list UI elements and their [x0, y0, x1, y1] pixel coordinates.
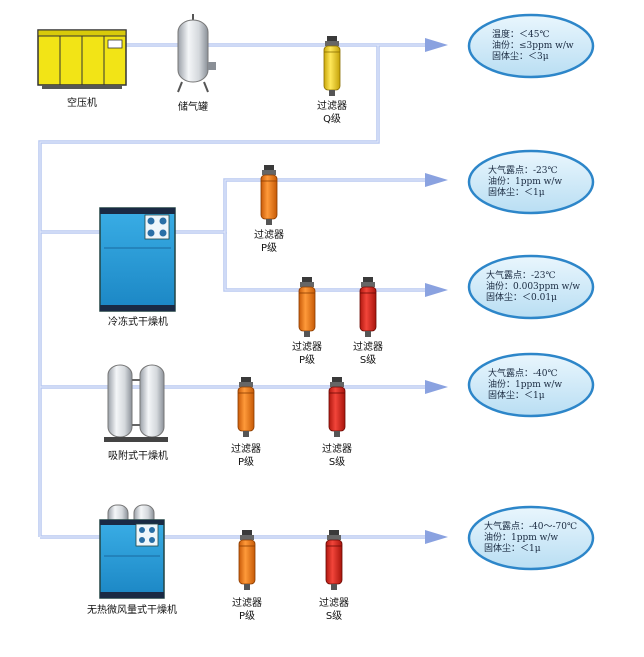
- filter-s2-label: 过滤器 S级: [343, 341, 393, 367]
- filter-p3-label: 过滤器 P级: [221, 443, 271, 469]
- output-bubble-1: [467, 13, 595, 79]
- output-1-line3: 固体尘：＜3μ: [492, 52, 549, 62]
- output-4-line1: 大气露点：-40℃: [488, 369, 558, 379]
- output-bubble-4: [467, 352, 595, 418]
- filter-q-grade: Q级: [323, 114, 341, 125]
- output-bubble-2: [467, 149, 595, 215]
- output-bubbles: [467, 13, 595, 571]
- heatless-dryer-label: 无热微风量式干燥机: [87, 605, 177, 616]
- output-2-line2: 油份：1ppm w/w: [488, 177, 563, 187]
- filter-s3-grade: S级: [328, 457, 346, 468]
- output-5-spec: 大气露点：-40～-70℃ 油份：1ppm w/w 固体尘：＜1μ: [484, 522, 577, 555]
- output-5-line3: 固体尘：＜1μ: [484, 544, 541, 554]
- storage-tank-icon: [177, 14, 216, 93]
- filter-p4-icon: [238, 530, 256, 590]
- output-bubble-5: [467, 505, 595, 571]
- arrow-3: [425, 283, 448, 297]
- output-3-line2: 油份：0.003ppm w/w: [486, 282, 581, 292]
- filter-s2-name: 过滤器: [353, 342, 383, 353]
- filter-q-icon: [323, 36, 341, 96]
- heatless-dryer-icon: [99, 504, 165, 599]
- output-4-line3: 固体尘：＜1μ: [488, 391, 545, 401]
- refrigerated-dryer-icon: [99, 207, 176, 312]
- output-5-line1: 大气露点：-40～-70℃: [484, 522, 578, 532]
- filter-p1-label: 过滤器 P级: [244, 229, 294, 255]
- filter-s4-name: 过滤器: [319, 598, 349, 609]
- filter-s4-grade: S级: [325, 611, 343, 622]
- filter-p2-icon: [298, 277, 316, 337]
- filter-p4-name: 过滤器: [232, 598, 262, 609]
- output-3-line3: 固体尘：＜0.01μ: [486, 293, 557, 303]
- filter-p3-icon: [237, 377, 255, 437]
- filter-s2-icon: [359, 277, 377, 337]
- filter-s3-icon: [328, 377, 346, 437]
- filter-p3-name: 过滤器: [231, 444, 261, 455]
- output-4-line2: 油份：1ppm w/w: [488, 380, 563, 390]
- arrow-4: [425, 380, 448, 394]
- output-2-line1: 大气露点：-23℃: [488, 166, 558, 176]
- output-3-line1: 大气露点：-23℃: [486, 271, 556, 281]
- filter-q-label: 过滤器 Q级: [307, 100, 357, 126]
- filter-p2-label: 过滤器 P级: [282, 341, 332, 367]
- filter-q-name: 过滤器: [317, 101, 347, 112]
- filter-s3-label: 过滤器 S级: [312, 443, 362, 469]
- output-3-spec: 大气露点：-23℃ 油份：0.003ppm w/w 固体尘：＜0.01μ: [486, 271, 580, 304]
- filter-p3-grade: P级: [237, 457, 255, 468]
- output-1-spec: 温度：＜45℃ 油份：≤3ppm w/w 固体尘：＜3μ: [492, 30, 574, 63]
- arrow-5: [425, 530, 448, 544]
- arrow-2: [425, 173, 448, 187]
- filter-p2-name: 过滤器: [292, 342, 322, 353]
- output-2-line3: 固体尘：＜1μ: [488, 188, 545, 198]
- filter-p2-grade: P级: [298, 355, 316, 366]
- pipe-row-refrigerated: [40, 178, 430, 234]
- filter-s4-label: 过滤器 S级: [309, 597, 359, 623]
- compressor-label: 空压机: [67, 98, 97, 109]
- output-1-line1: 温度：＜45℃: [492, 30, 550, 40]
- filter-p1-grade: P级: [260, 243, 278, 254]
- flow-arrows: [425, 38, 448, 544]
- tank-label: 储气罐: [178, 102, 208, 113]
- output-bubble-3: [467, 254, 595, 320]
- filter-s2-grade: S级: [359, 355, 377, 366]
- filter-p1-name: 过滤器: [254, 230, 284, 241]
- refrigerated-dryer-label: 冷冻式干燥机: [108, 317, 168, 328]
- output-5-line2: 油份：1ppm w/w: [484, 533, 559, 543]
- adsorption-dryer-icon: [104, 364, 168, 442]
- filter-s3-name: 过滤器: [322, 444, 352, 455]
- filter-s4-icon: [325, 530, 343, 590]
- air-compressor-icon: [37, 29, 127, 89]
- filter-p4-grade: P级: [238, 611, 256, 622]
- filter-p4-label: 过滤器 P级: [222, 597, 272, 623]
- output-4-spec: 大气露点：-40℃ 油份：1ppm w/w 固体尘：＜1μ: [488, 369, 562, 402]
- arrow-1: [425, 38, 448, 52]
- adsorption-dryer-label: 吸附式干燥机: [108, 451, 168, 462]
- output-1-line2: 油份：≤3ppm w/w: [492, 41, 574, 51]
- output-2-spec: 大气露点：-23℃ 油份：1ppm w/w 固体尘：＜1μ: [488, 166, 562, 199]
- filter-p1-icon: [260, 165, 278, 225]
